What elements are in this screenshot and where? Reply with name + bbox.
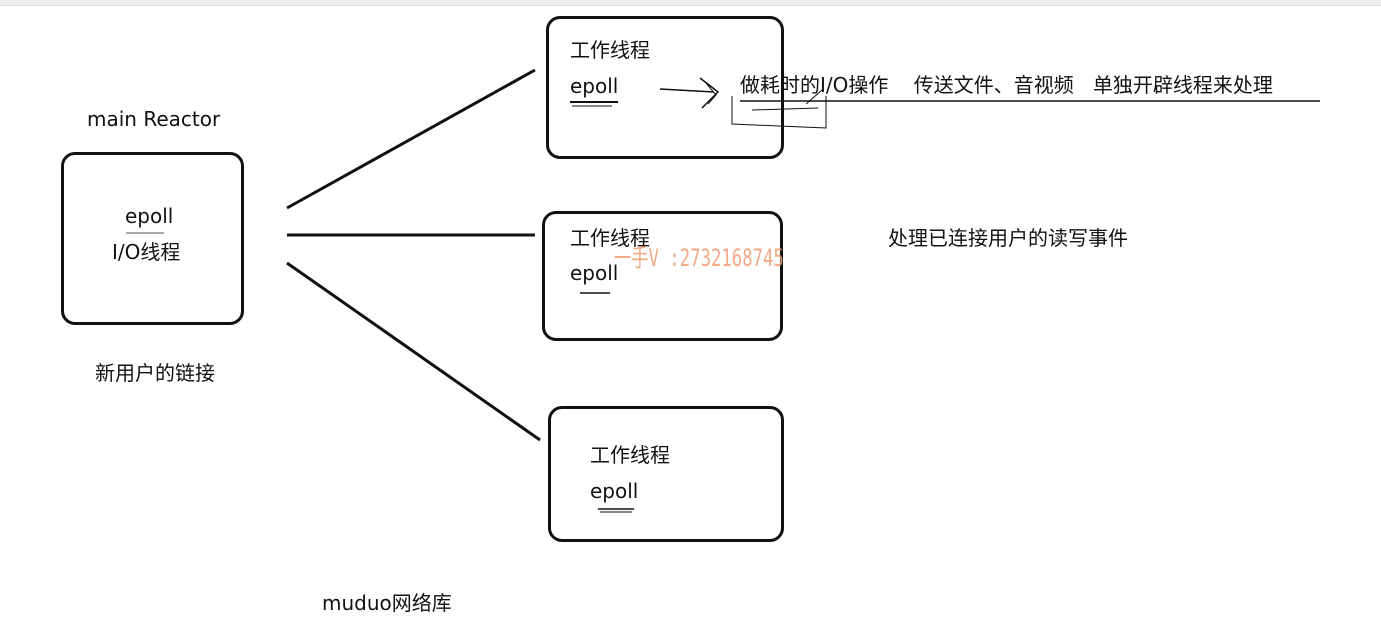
worker-thread-title-1: 工作线程 (570, 38, 650, 62)
main-reactor-io-thread: I/O线程 (112, 240, 181, 264)
main-reactor-box (61, 152, 244, 325)
main-reactor-epoll: epoll (125, 204, 174, 228)
worker-thread-box-2 (542, 211, 783, 341)
worker-2-note: 处理已连接用户的读写事件 (888, 226, 1128, 250)
arrow-head-inner (705, 82, 717, 105)
arrow-to-note (659, 88, 715, 93)
worker-thread-box-3 (548, 406, 784, 542)
worker-1-note: 做耗时的I/O操作 传送文件、音视频 单独开辟线程来处理 (740, 73, 1273, 97)
worker-thread-epoll-3: epoll (590, 479, 639, 503)
note-bracket (731, 96, 827, 129)
main-reactor-caption: 新用户的链接 (95, 361, 215, 385)
note-arrow-tick (805, 89, 823, 105)
worker-thread-title-2: 工作线程 (570, 226, 650, 250)
window-top-strip (0, 0, 1381, 6)
arrow-head (699, 77, 720, 109)
worker-thread-epoll-2: epoll (570, 261, 619, 285)
connector-to-worker-1 (286, 68, 536, 210)
worker-thread-epoll-1: epoll (570, 74, 619, 98)
connector-to-worker-3 (286, 261, 541, 442)
note-bracket-line (751, 107, 819, 111)
watermark: 一手V :2732168745 (614, 244, 784, 272)
worker-thread-box-1 (546, 16, 784, 159)
worker-thread-title-3: 工作线程 (590, 443, 670, 467)
main-reactor-title: main Reactor (87, 107, 221, 131)
footer-caption: muduo网络库 (322, 591, 452, 615)
